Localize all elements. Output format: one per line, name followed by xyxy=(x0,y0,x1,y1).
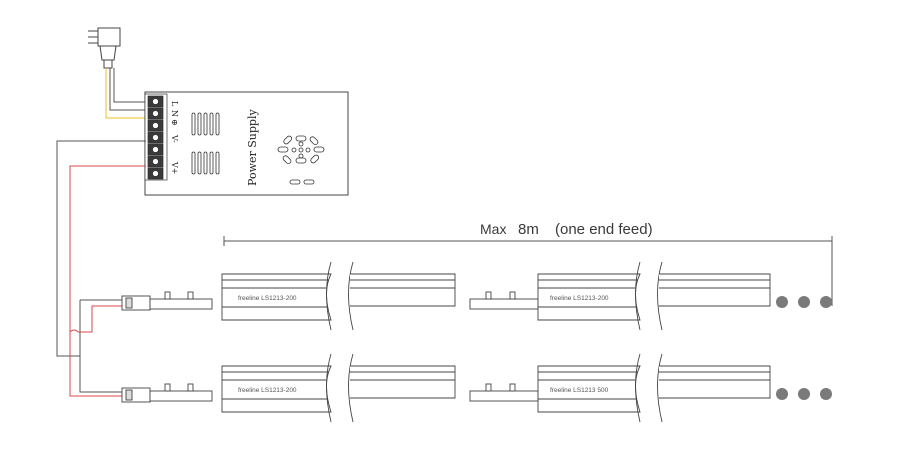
terminal-label-ground: ⊕ xyxy=(170,119,179,126)
terminal-label-n: N xyxy=(170,110,179,117)
continuation-dots-icon xyxy=(776,388,832,400)
row2-connector xyxy=(121,383,213,403)
row1-seg1-label: freeline LS1213-200 xyxy=(238,295,297,302)
dc-wiring xyxy=(56,140,146,397)
ac-input-wires xyxy=(105,68,146,119)
dimension-note: (one end feed) xyxy=(555,221,653,238)
dimension-value: 8m xyxy=(518,221,539,238)
vent-slots xyxy=(191,112,220,175)
strip-row-1 xyxy=(121,261,771,331)
terminal-label-vminus: V- xyxy=(170,134,179,143)
dimension-line xyxy=(223,236,833,306)
power-supply-label: Power Supply xyxy=(246,109,259,186)
row2-seg1-label: freeline LS1213-200 xyxy=(238,387,297,394)
row2-seg2-label: freeline LS1213 500 xyxy=(550,387,609,394)
fan-grille-icon xyxy=(277,135,325,185)
continuation-dots-icon xyxy=(776,296,832,308)
terminal-label-l: L xyxy=(170,101,179,107)
dimension-prefix: Max xyxy=(480,221,506,237)
row1-connector xyxy=(121,291,213,311)
strip-row-2 xyxy=(121,353,771,423)
row1-seg2-label: freeline LS1213-200 xyxy=(550,295,609,302)
power-supply: L N ⊕ V- V+ Power Supply xyxy=(144,91,349,196)
terminal-block xyxy=(144,93,168,181)
terminal-label-vplus: V+ xyxy=(170,161,179,174)
plug-icon xyxy=(88,27,121,69)
